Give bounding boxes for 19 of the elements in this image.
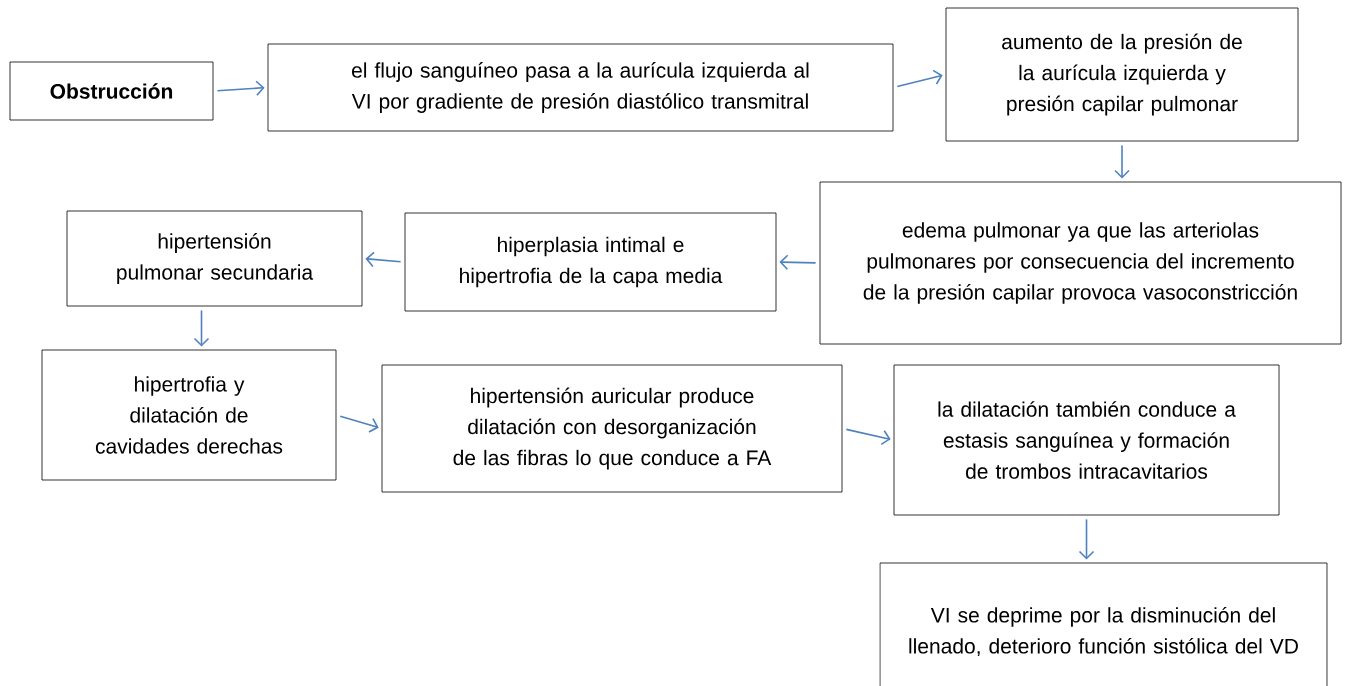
arrow: [845, 428, 891, 446]
process-box: hipertrofia y dilatación de cavidades derechas: [41, 349, 337, 481]
process-box: hiperplasia intimal e hipertrofia de la capa media: [404, 212, 777, 312]
arrow: [1114, 144, 1130, 179]
arrow: [365, 251, 402, 268]
process-box: la dilatación también conduce a estasis sanguínea y formación de trombos intracavitarios: [893, 364, 1280, 516]
process-box: edema pulmonar ya que las arteriolas pulmonares por consecuencia del incremento de la presión capilar provoca vasoconstricción: [819, 181, 1342, 345]
process-box: el flujo sanguíneo pasa a la aurícula izquierda al VI por gradiente de presión diastólico transmitral: [267, 43, 894, 132]
arrow: [896, 69, 943, 88]
process-box: aumento de la presión de la aurícula izquierda y presión capilar pulmonar: [945, 7, 1299, 142]
process-box: VI se deprime por la disminución del llenado, deterioro función sistólica del VD: [879, 562, 1328, 686]
arrow: [339, 415, 379, 433]
arrow: [779, 254, 817, 271]
process-box: hipertensión auricular produce dilatación con desorganización de las fibras lo que conduce a FA: [381, 364, 843, 493]
arrow: [193, 309, 210, 347]
process-box: Obstrucción: [9, 61, 214, 121]
arrow: [216, 80, 265, 96]
process-box: hipertensión pulmonar secundaria: [66, 210, 363, 307]
arrow: [1078, 518, 1095, 560]
